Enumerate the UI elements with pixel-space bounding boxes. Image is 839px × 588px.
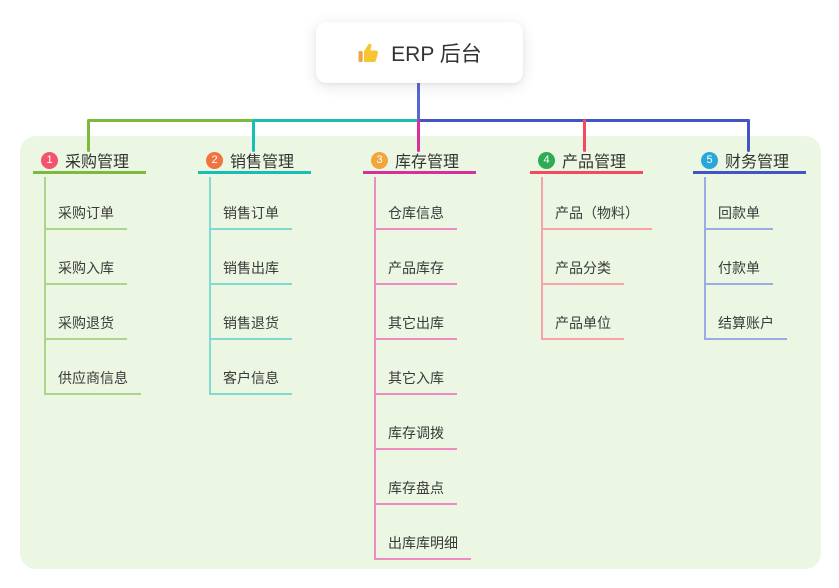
branch-label: 库存管理 [395,154,460,171]
branch-trunk-line [704,177,706,339]
root-label: ERP 后台 [391,42,482,66]
branch-inventory: 3 库存管理 仓库信息 产品库存 其它出库 其它入库 库存调拨 库存盘点 出库库… [363,149,476,560]
branch-header-inventory[interactable]: 3 库存管理 [363,149,476,174]
branch-label: 销售管理 [230,154,295,171]
branch-number-badge: 5 [701,151,718,169]
child-node[interactable]: 销售出库 [209,260,292,285]
branch-number-badge: 3 [371,151,388,169]
child-node[interactable]: 仓库信息 [374,205,457,230]
child-node[interactable]: 产品分类 [541,260,624,285]
child-node[interactable]: 库存调拨 [374,425,457,450]
child-node[interactable]: 采购退货 [44,315,127,340]
child-node[interactable]: 付款单 [704,260,773,285]
branch-header-purchase[interactable]: 1 采购管理 [33,149,146,174]
branch-number-badge: 2 [206,151,223,169]
branch-trunk-line [374,177,376,559]
branches-panel [20,136,821,569]
drop-line-finance [747,119,750,152]
branch-product: 4 产品管理 产品（物料） 产品分类 产品单位 [530,149,652,340]
root-node[interactable]: ERP 后台 [316,22,523,83]
child-node[interactable]: 采购入库 [44,260,127,285]
bus-segment-sales [253,119,419,122]
child-node[interactable]: 销售订单 [209,205,292,230]
child-node[interactable]: 其它出库 [374,315,457,340]
branch-trunk-line [541,177,543,339]
child-node[interactable]: 其它入库 [374,370,457,395]
branch-finance: 5 财务管理 回款单 付款单 结算账户 [693,149,806,340]
drop-line-sales [252,119,255,152]
branch-sales: 2 销售管理 销售订单 销售出库 销售退货 客户信息 [198,149,311,395]
child-node[interactable]: 库存盘点 [374,480,457,505]
thumbs-up-icon [357,41,381,65]
child-node[interactable]: 结算账户 [704,315,787,340]
child-node[interactable]: 产品单位 [541,315,624,340]
child-node[interactable]: 出库库明细 [374,535,471,560]
child-node[interactable]: 采购订单 [44,205,127,230]
drop-line-purchase [87,119,90,152]
branch-trunk-line [44,177,46,394]
branch-label: 采购管理 [65,154,130,171]
child-node[interactable]: 供应商信息 [44,370,141,395]
branch-label: 产品管理 [562,154,627,171]
branch-number-badge: 4 [538,151,555,169]
branch-purchase: 1 采购管理 采购订单 采购入库 采购退货 供应商信息 [33,149,146,395]
branch-trunk-line [209,177,211,394]
child-node[interactable]: 销售退货 [209,315,292,340]
bus-segment-purchase [88,119,253,122]
branch-number-badge: 1 [41,151,58,169]
child-node[interactable]: 客户信息 [209,370,292,395]
branch-header-sales[interactable]: 2 销售管理 [198,149,311,174]
root-connector-line [417,82,420,122]
branch-label: 财务管理 [725,154,790,171]
drop-line-inventory [417,119,420,152]
drop-line-product [583,119,586,152]
child-node[interactable]: 回款单 [704,205,773,230]
child-node[interactable]: 产品库存 [374,260,457,285]
branch-header-finance[interactable]: 5 财务管理 [693,149,806,174]
branch-header-product[interactable]: 4 产品管理 [530,149,643,174]
child-node[interactable]: 产品（物料） [541,205,652,230]
